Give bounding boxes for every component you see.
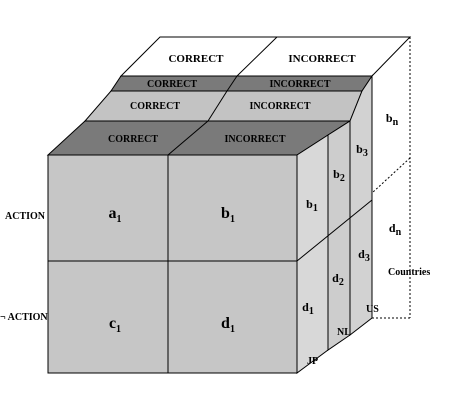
col-correct-label-4: CORRECT (168, 53, 224, 65)
top-layer-4-divider (236, 36, 278, 77)
col-correct-label-1: CORRECT (108, 134, 158, 145)
side-face-3 (349, 74, 373, 337)
row-label-not-action: ¬ ACTION (0, 312, 48, 323)
side-b1: b1 (306, 197, 318, 214)
side-dn: dn (389, 221, 402, 238)
side-face-2 (327, 120, 351, 351)
country-nl: NL (337, 327, 351, 338)
top-layer-4 (119, 36, 412, 77)
side-face-1 (296, 134, 329, 374)
front-face (47, 154, 298, 374)
col-incorrect-label-2: INCORRECT (249, 101, 310, 112)
side-d1: d1 (302, 300, 314, 317)
side-b2: b2 (333, 167, 345, 184)
side-face-split (296, 199, 373, 262)
cell-b1: b1 (221, 205, 235, 225)
col-incorrect-label-1: INCORRECT (224, 134, 285, 145)
countries-axis-label: Countries (388, 267, 430, 278)
top-layer-1-divider (167, 120, 209, 156)
top-layer-2 (83, 90, 363, 122)
side-b3: b3 (356, 142, 368, 159)
top-layer-2-divider (207, 90, 228, 122)
side-bn: bn (386, 111, 399, 128)
col-correct-label-2: CORRECT (130, 101, 180, 112)
col-incorrect-label-3: INCORRECT (269, 79, 330, 90)
country-us: US (366, 304, 379, 315)
country-jp: JP (307, 356, 318, 367)
col-incorrect-label-4: INCORRECT (288, 53, 356, 65)
side-d3: d3 (358, 247, 370, 264)
cell-a1: a1 (109, 205, 122, 225)
cell-d1: d1 (221, 315, 235, 335)
side-d2: d2 (332, 271, 344, 288)
row-label-action: ACTION (5, 211, 46, 222)
cell-c1: c1 (109, 315, 121, 335)
col-correct-label-3: CORRECT (147, 79, 197, 90)
top-layer-3-divider (226, 75, 238, 92)
